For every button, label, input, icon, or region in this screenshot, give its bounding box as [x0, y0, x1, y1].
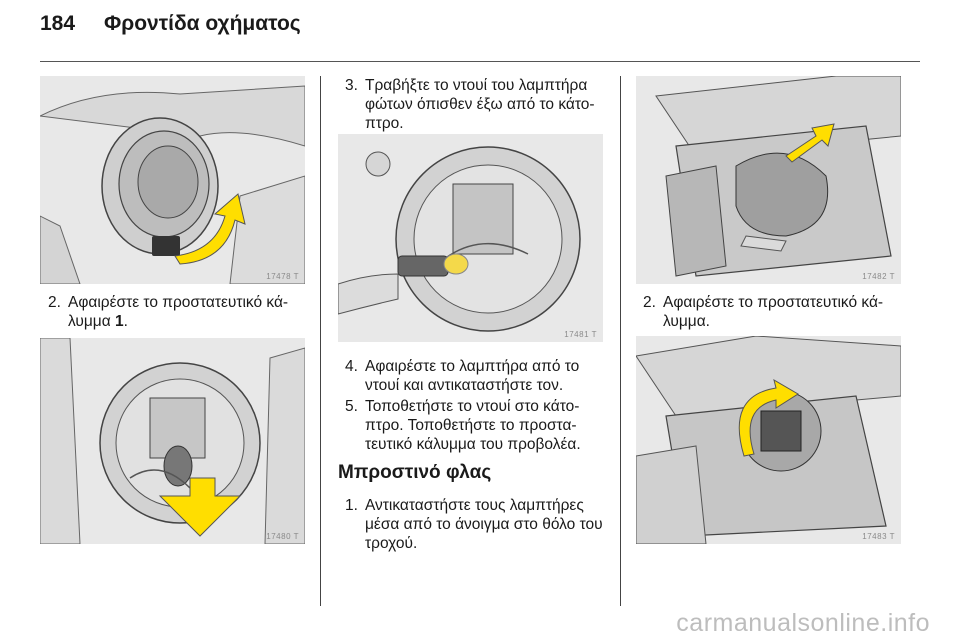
step-text: τευτικό κάλυμμα του προβολέα. [365, 436, 581, 453]
step-2-right: 2. Αφαιρέστε το προστατευτικό κά- λυμμα. [643, 293, 908, 331]
figure-code: 17483 T [862, 532, 895, 541]
step-text: φώτων όπισθεν έξω από το κάτο- [365, 96, 595, 113]
section-title: Μπροστινό φλας [338, 462, 492, 483]
step-text: . [123, 313, 128, 330]
column-divider-right [620, 76, 621, 606]
step-text: Τοποθετήστε το ντουί στο κάτο- [365, 398, 580, 415]
figure-bulb-replacement: 17481 T [338, 134, 603, 342]
page-title: Φροντίδα οχήματος [104, 12, 301, 35]
step-text: μέσα από το άνοιγμα στο θόλο του [365, 516, 603, 533]
figure-code: 17481 T [564, 330, 597, 339]
figure-code: 17482 T [862, 272, 895, 281]
callout-number: 1 [114, 313, 124, 330]
column-divider-left [320, 76, 321, 606]
watermark: carmanualsonline.info [676, 609, 930, 637]
step-4: 4. Αφαιρέστε το λαμπτήρα από το ντουί και… [345, 357, 610, 395]
figure-code: 17480 T [266, 532, 299, 541]
step-text: ντουί και αντικαταστήστε τον. [365, 377, 564, 394]
step-3: 3. Τραβήξτε το ντουί του λαμπτήρα φώτων ό… [345, 76, 610, 133]
step-text: Αφαιρέστε το προστατευτικό κά- [663, 294, 884, 311]
step-number: 2. [48, 294, 61, 311]
step-text: λυμμα. [663, 313, 710, 330]
step-text: πτρο. [365, 115, 404, 132]
figure-indicator-bulb-twist: 17483 T [636, 336, 901, 544]
step-text: τροχού. [365, 535, 418, 552]
step-2-left: 2. Αφαιρέστε το προστατευτικό κά- λυμμα 1… [48, 293, 310, 331]
figure-wheel-arch-access: 17482 T [636, 76, 901, 284]
figure-code: 17478 T [266, 272, 299, 281]
page-number: 184 [40, 12, 76, 35]
step-text: Αφαιρέστε το προστατευτικό κά- [68, 294, 289, 311]
figure-bulb-holder-pull: 17480 T [40, 338, 305, 544]
step-1: 1. Αντικαταστήστε τους λαμπτήρες μέσα από… [345, 496, 610, 553]
step-number: 2. [643, 294, 656, 311]
header-rule [40, 61, 920, 62]
step-number: 5. [345, 398, 358, 415]
step-5: 5. Τοποθετήστε το ντουί στο κάτο- πτρο. Τ… [345, 397, 610, 454]
step-text: Αφαιρέστε το λαμπτήρα από το [365, 358, 580, 375]
step-text: Τραβήξτε το ντουί του λαμπτήρα [365, 77, 588, 94]
step-text: λυμμα [68, 313, 115, 330]
figure-headlamp-cap-removal: 17478 T [40, 76, 305, 284]
step-text: Αντικαταστήστε τους λαμπτήρες [365, 497, 584, 514]
step-number: 4. [345, 358, 358, 375]
step-number: 3. [345, 77, 358, 94]
step-text: πτρο. Τοποθετήστε το προστα- [365, 417, 577, 434]
step-number: 1. [345, 497, 358, 514]
